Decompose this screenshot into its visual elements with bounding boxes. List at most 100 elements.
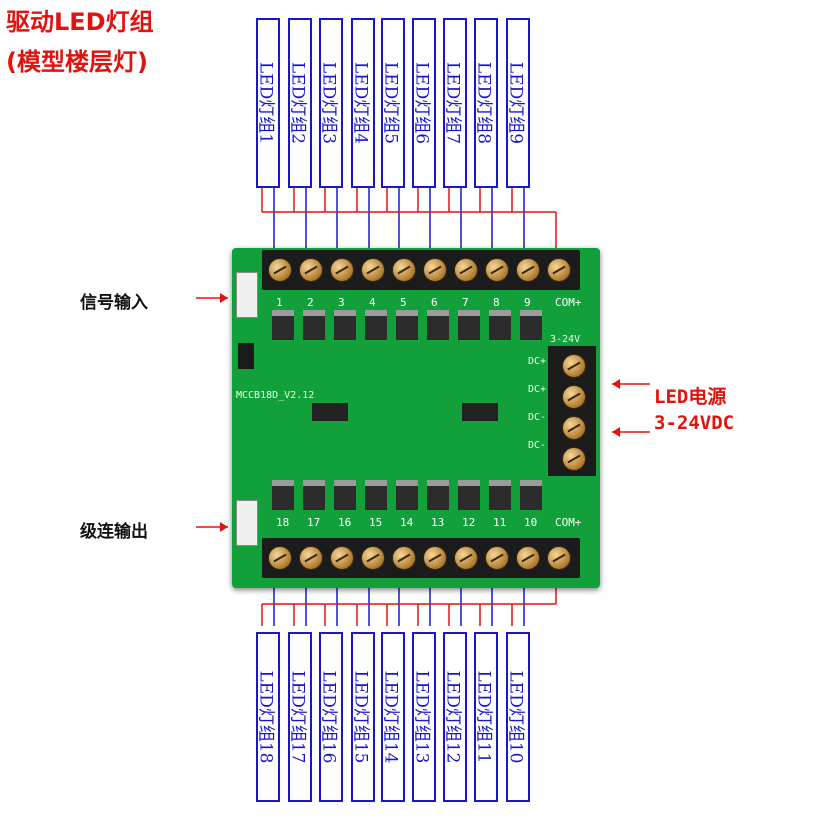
mosfet-chip [303,310,325,340]
power-label-line2: 3-24VDC [654,412,735,434]
mosfet-chip [396,480,418,510]
led-group-box: LED灯组15 [351,632,375,802]
screw-terminal-icon [516,258,540,282]
led-group-box: LED灯组10 [506,632,530,802]
power-screw-icon [562,416,586,440]
screw-terminal-icon [454,258,478,282]
mosfet-chip [520,310,542,340]
screw-terminal-icon [485,546,509,570]
dc-pin-label: DC+ [528,356,547,367]
terminal-number: 15 [369,516,383,529]
led-group-box: LED灯组7 [443,18,467,188]
screw-terminal-icon [516,546,540,570]
mosfet-chip [458,480,480,510]
arrow-icon [612,427,620,437]
cascade-output-label: 级连输出 [80,522,148,542]
screw-terminal-icon [361,258,385,282]
title-line2: (模型楼层灯) [6,48,148,76]
mosfet-chip [427,480,449,510]
terminal-number: 5 [400,296,407,309]
screw-terminal-icon [330,258,354,282]
power-label-line1: LED电源 [654,386,727,408]
screw-terminal-icon [485,258,509,282]
title-line1: 驱动LED灯组 [6,8,154,36]
mosfet-chip [334,480,356,510]
voltage-silkscreen: 3-24V [550,334,581,345]
dc-pin-label: DC- [528,412,547,423]
led-group-box: LED灯组2 [288,18,312,188]
led-group-box: LED灯组6 [412,18,436,188]
dc-pin-label: DC- [528,440,547,451]
led-group-box: LED灯组16 [319,632,343,802]
model-silkscreen: MCCB18D_V2.12 [236,390,315,401]
led-group-box: LED灯组14 [381,632,405,802]
terminal-number: 17 [307,516,321,529]
terminal-number: 11 [493,516,507,529]
signal-input-connector [236,272,258,318]
terminal-number: COM+ [555,516,582,529]
mosfet-chip [272,480,294,510]
screw-terminal-icon [268,258,292,282]
screw-terminal-icon [392,546,416,570]
screw-terminal-icon [330,546,354,570]
screw-terminal-icon [547,546,571,570]
mosfet-chip [396,310,418,340]
led-group-box: LED灯组5 [381,18,405,188]
led-group-box: LED灯组17 [288,632,312,802]
terminal-number: 14 [400,516,414,529]
terminal-number: 10 [524,516,538,529]
signal-input-label: 信号输入 [80,293,148,313]
pin-header [238,343,254,369]
mosfet-chip [489,310,511,340]
terminal-number: 13 [431,516,445,529]
terminal-number: 2 [307,296,314,309]
terminal-number: 3 [338,296,345,309]
led-group-box: LED灯组8 [474,18,498,188]
led-group-box: LED灯组11 [474,632,498,802]
terminal-number: 7 [462,296,469,309]
dc-pin-label: DC+ [528,384,547,395]
led-group-box: LED灯组1 [256,18,280,188]
screw-terminal-icon [423,546,447,570]
mosfet-chip [334,310,356,340]
power-screw-icon [562,354,586,378]
terminal-number: COM+ [555,296,582,309]
terminal-number: 12 [462,516,476,529]
mosfet-chip [427,310,449,340]
mosfet-chip [272,310,294,340]
terminal-number: 18 [276,516,290,529]
mosfet-chip [365,310,387,340]
arrow-icon [220,293,228,303]
arrow-icon [220,522,228,532]
terminal-number: 9 [524,296,531,309]
terminal-number: 8 [493,296,500,309]
mosfet-chip [489,480,511,510]
cascade-output-connector [236,500,258,546]
power-screw-icon [562,447,586,471]
terminal-number: 6 [431,296,438,309]
screw-terminal-icon [299,546,323,570]
led-group-box: LED灯组3 [319,18,343,188]
mosfet-chip [303,480,325,510]
led-group-box: LED灯组9 [506,18,530,188]
mosfet-chip [458,310,480,340]
power-screw-icon [562,385,586,409]
screw-terminal-icon [268,546,292,570]
led-group-box: LED灯组13 [412,632,436,802]
ic-chip [312,403,348,421]
screw-terminal-icon [361,546,385,570]
led-group-box: LED灯组18 [256,632,280,802]
mosfet-chip [365,480,387,510]
terminal-number: 16 [338,516,352,529]
ic-chip [462,403,498,421]
screw-terminal-icon [454,546,478,570]
terminal-number: 1 [276,296,283,309]
led-group-box: LED灯组4 [351,18,375,188]
terminal-number: 4 [369,296,376,309]
arrow-icon [612,379,620,389]
screw-terminal-icon [423,258,447,282]
screw-terminal-icon [299,258,323,282]
screw-terminal-icon [547,258,571,282]
screw-terminal-icon [392,258,416,282]
